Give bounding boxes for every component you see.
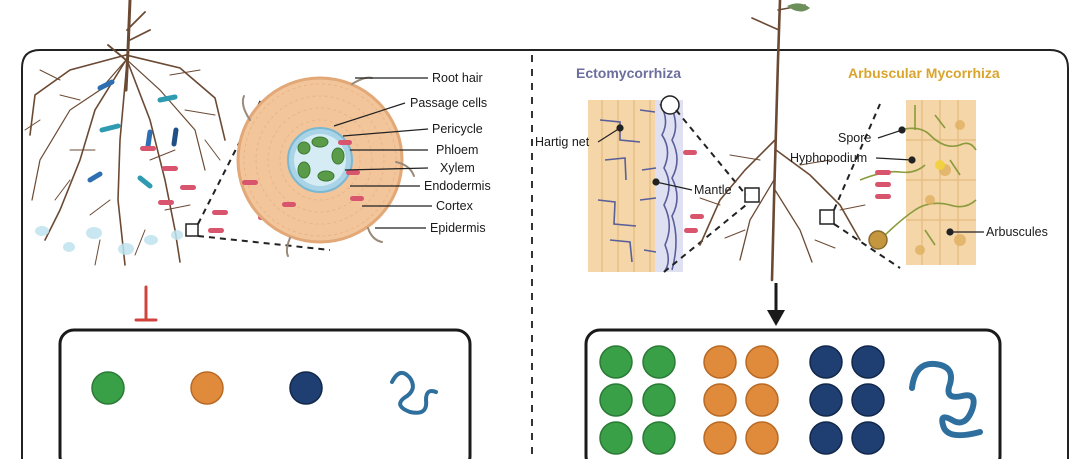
outer-frame — [21, 49, 1069, 459]
bacteria-markers — [87, 79, 179, 189]
arb-zoom-line-top — [833, 103, 881, 211]
left-strand-icon — [390, 370, 438, 415]
label-endodermis: Endodermis — [424, 179, 491, 193]
promotion-arrow — [767, 283, 785, 326]
inhibition-arrow — [134, 285, 158, 322]
right-orange-dots — [703, 345, 779, 455]
left-green-dot — [91, 371, 125, 405]
right-strand-icon — [909, 360, 983, 439]
right-plant-root-system — [699, 0, 866, 282]
label-cortex: Cortex — [436, 199, 474, 213]
label-mantle: Mantle — [694, 183, 732, 197]
arb-zoom-box — [819, 209, 835, 225]
cross-section-label-group: Root hair Passage cells Pericycle Phloem… — [410, 71, 491, 235]
left-orange-dot — [190, 371, 224, 405]
label-passage-cells: Passage cells — [410, 96, 487, 110]
nutrient-box-left — [58, 328, 472, 459]
label-pericycle: Pericycle — [432, 122, 483, 136]
right-leaders — [597, 124, 984, 236]
ecto-zoom-line-bottom — [663, 204, 747, 273]
nutrient-box-right — [584, 328, 1002, 459]
ecto-zoom-circle — [660, 95, 680, 115]
arb-zoom-line-bottom — [833, 223, 901, 269]
left-root-system — [24, 0, 226, 266]
arbuscular-tissue — [859, 100, 977, 265]
label-phloem: Phloem — [436, 143, 478, 157]
right-navy-dots — [809, 345, 885, 455]
left-navy-dot — [289, 371, 323, 405]
root-cross-section — [236, 76, 415, 257]
zoom-line-top — [197, 97, 263, 225]
ecto-zoom-box — [744, 187, 760, 203]
label-arbuscules: Arbuscules — [986, 225, 1048, 239]
ecto-tissue — [588, 100, 704, 273]
cross-section-leaders — [333, 77, 432, 229]
root-hairs-blobs — [35, 226, 183, 255]
label-epidermis: Epidermis — [430, 221, 486, 235]
label-xylem: Xylem — [440, 161, 475, 175]
green-leaf — [787, 3, 810, 12]
zoom-line-bottom — [197, 235, 331, 251]
right-label-group: Hartig net Mantle Spore Hyphopodium Arbu… — [535, 131, 1048, 239]
label-spore: Spore — [838, 131, 871, 145]
ecto-zoom-line-top — [675, 109, 747, 196]
right-green-dots — [599, 345, 676, 455]
zoom-box-left — [185, 223, 199, 237]
label-root-hair: Root hair — [432, 71, 483, 85]
arbuscular-title: Arbuscular Mycorrhiza — [848, 65, 1000, 81]
ectomycorrhiza-title: Ectomycorrhiza — [576, 65, 681, 81]
label-hyphopodium: Hyphopodium — [790, 151, 867, 165]
label-hartig-net: Hartig net — [535, 135, 590, 149]
